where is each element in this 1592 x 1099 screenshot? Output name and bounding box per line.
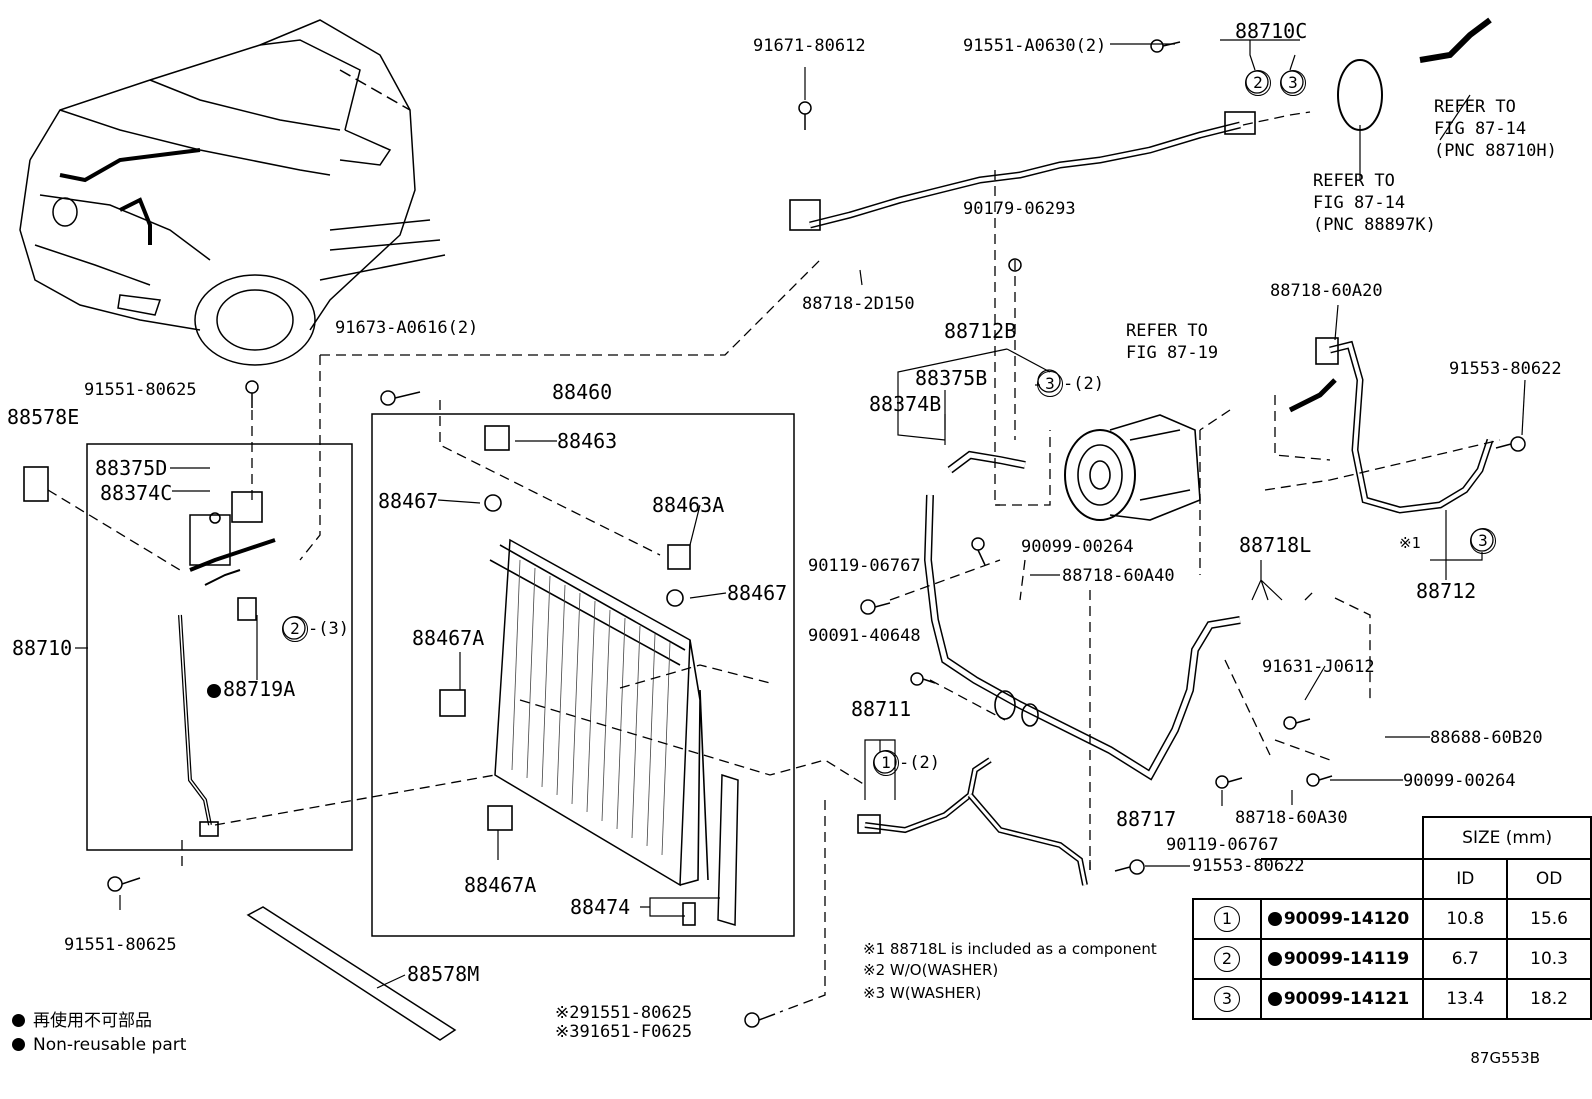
- label-o-ring-3-right: 3-(2): [1037, 371, 1104, 397]
- label-88710: 88710: [12, 636, 73, 660]
- compressor: [1064, 414, 1201, 521]
- part-88467-right: [666, 589, 684, 607]
- label-88717: 88717: [1116, 807, 1177, 831]
- condenser-core: [489, 538, 709, 887]
- part-88467-top: [484, 494, 502, 512]
- label-88474: 88474: [570, 895, 631, 919]
- pipe-88712: [1288, 337, 1494, 514]
- dashed-leaders: [47, 111, 1501, 1013]
- label-o-ring-3-bottom: 3: [1470, 528, 1496, 554]
- part-88578E: [23, 466, 49, 502]
- label-88578M: 88578M: [407, 962, 480, 986]
- table-row: 1 90099-14120 10.8 15.6: [1192, 898, 1592, 940]
- label-star1: ※1: [1399, 534, 1421, 552]
- label-91551-A0630: 91551-A0630(2): [963, 36, 1107, 56]
- liquid-pipe-88710: [178, 491, 276, 837]
- pipe-88710C: [789, 111, 1256, 231]
- label-refer-87-14-h-2: FIG 87-14: [1434, 119, 1527, 139]
- label-91631-J0612: 91631-J0612: [1262, 657, 1375, 677]
- part-88474-plug: [682, 902, 696, 926]
- label-90179-06293: 90179-06293: [963, 199, 1076, 219]
- size-header: SIZE (mm): [1422, 816, 1592, 860]
- label-90091-40648: 90091-40648: [808, 626, 921, 646]
- label-refer-87-14-k-1: REFER TO: [1313, 171, 1395, 191]
- col-od: OD: [1506, 858, 1592, 900]
- note-2: ※2 W/O(WASHER): [863, 961, 999, 979]
- label-88467-a: 88467: [378, 489, 439, 513]
- label-88712: 88712: [1416, 579, 1477, 603]
- label-90119-06767-b: 90119-06767: [1166, 835, 1279, 855]
- label-refer-87-14-h-1: REFER TO: [1434, 97, 1516, 117]
- label-refer-87-14-h-3: (PNC 88710H): [1434, 141, 1557, 161]
- leader-lines: [75, 39, 1526, 989]
- label-88375B: 88375B: [915, 366, 988, 390]
- part-88467A-bottom: [487, 805, 513, 831]
- label-refer-87-14-k-2: FIG 87-14: [1313, 193, 1406, 213]
- note-1: ※1 88718L is included as a component: [863, 940, 1157, 958]
- label-star2-91551-80625: ※291551-80625: [555, 1003, 693, 1023]
- label-88578E: 88578E: [7, 405, 80, 429]
- label-88460: 88460: [552, 380, 613, 404]
- label-o-ring-2-top: 2: [1245, 70, 1271, 96]
- label-refer-87-14-k-3: (PNC 88897K): [1313, 215, 1436, 235]
- part-88467A-top: [439, 689, 466, 717]
- table-row: 2 90099-14119 6.7 10.3: [1192, 938, 1592, 980]
- label-88710C: 88710C: [1235, 19, 1308, 43]
- pipe-88712B: [947, 450, 1026, 474]
- o-ring-size-table: SIZE (mm) ID OD 1 90099-14120 10.8 15.6 …: [1192, 816, 1592, 1020]
- label-88688-60B20: 88688-60B20: [1430, 728, 1543, 748]
- label-88718L: 88718L: [1239, 533, 1312, 557]
- label-91553-80622-top: 91553-80622: [1449, 359, 1562, 379]
- label-88375D: 88375D: [95, 456, 168, 480]
- label-star3-91651-F0625: ※391651-F0625: [555, 1022, 693, 1042]
- vehicle-illustration: [19, 19, 446, 366]
- label-o-ring-2: 2-(3): [282, 616, 349, 642]
- label-88467-b: 88467: [727, 581, 788, 605]
- table-row: 3 90099-14121 13.4 18.2: [1192, 978, 1592, 1020]
- label-88463A: 88463A: [652, 493, 725, 517]
- label-refer-87-19-2: FIG 87-19: [1126, 343, 1219, 363]
- pipe-88710H-stub: [1419, 17, 1492, 63]
- box-88710: [86, 443, 353, 851]
- bolts: [107, 39, 1526, 1028]
- part-88578M: [246, 906, 457, 1041]
- receiver-drier: [717, 773, 739, 926]
- hose-88711: [857, 757, 1088, 886]
- label-refer-87-19-1: REFER TO: [1126, 321, 1208, 341]
- label-91673-A0616: 91673-A0616(2): [335, 318, 479, 338]
- label-88374B: 88374B: [869, 392, 942, 416]
- label-88467A-b: 88467A: [464, 873, 537, 897]
- legend-en: Non-reusable part: [12, 1034, 186, 1056]
- label-91551-80625-bot: 91551-80625: [64, 935, 177, 955]
- label-90099-00264-a: 90099-00264: [1021, 537, 1134, 557]
- label-90099-00264-b: 90099-00264: [1403, 771, 1516, 791]
- label-o-ring-3-top: 3: [1280, 70, 1306, 96]
- label-o-ring-1: 1-(2): [873, 750, 940, 776]
- note-3: ※3 W(WASHER): [863, 984, 982, 1002]
- label-88712B: 88712B: [944, 319, 1017, 343]
- label-88374C: 88374C: [100, 481, 173, 505]
- box-88460: [371, 413, 795, 937]
- legend-jp: 再使用不可部品: [12, 1010, 152, 1032]
- label-88719A: 88719A: [207, 678, 295, 700]
- label-88718-60A40: 88718-60A40: [1062, 566, 1175, 586]
- label-88718-60A20: 88718-60A20: [1270, 281, 1383, 301]
- label-88718-2D150: 88718-2D150: [802, 294, 915, 314]
- hose-88717: [923, 494, 1241, 781]
- diagram-code: 87G553B: [1470, 1049, 1540, 1067]
- label-88711: 88711: [851, 697, 912, 721]
- label-90119-06767-a: 90119-06767: [808, 556, 921, 576]
- label-88467A-a: 88467A: [412, 626, 485, 650]
- part-88463A: [667, 544, 691, 570]
- part-88463: [484, 425, 510, 451]
- col-id: ID: [1422, 858, 1509, 900]
- label-91551-80625-top: 91551-80625: [84, 380, 197, 400]
- clutch-ring: [1337, 59, 1383, 131]
- label-88463: 88463: [557, 429, 618, 453]
- label-91671-80612: 91671-80612: [753, 36, 866, 56]
